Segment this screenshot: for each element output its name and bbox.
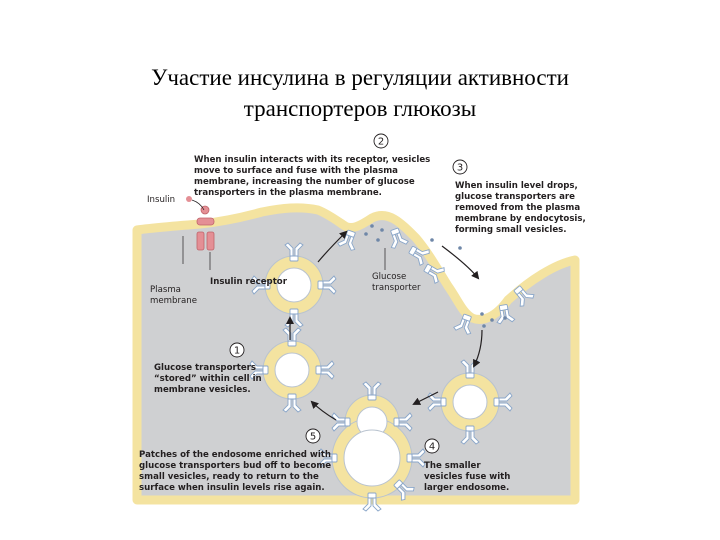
arrow-endocytosis-to-4 — [473, 329, 483, 368]
step-number-circle — [452, 159, 468, 175]
vesicle-1 — [262, 340, 322, 400]
insulin-label: Insulin — [147, 195, 175, 205]
slide-title: Участие инсулина в регуляции активности … — [0, 62, 720, 124]
arrow-4-to-5 — [412, 391, 439, 405]
step-number-circle — [305, 428, 321, 444]
arrow-2-to-surface — [317, 230, 348, 263]
step-caption: Glucose transporters“stored” within cell… — [154, 363, 262, 395]
step-number-circle — [424, 438, 440, 454]
step-number: 3 — [457, 163, 463, 174]
arrow-5-to-1 — [310, 400, 337, 421]
arrow-3-to-endocytosis — [441, 245, 480, 280]
step-caption: When insulin level drops,glucose transpo… — [455, 181, 586, 235]
title-line-2: транспортеров глюкозы — [243, 96, 477, 121]
leader-lines — [182, 236, 386, 270]
step-number: 4 — [429, 442, 435, 453]
step-number-circle — [373, 133, 389, 149]
step-caption: When insulin interacts with its receptor… — [194, 155, 430, 198]
step-number: 5 — [310, 432, 316, 443]
step-number: 2 — [378, 137, 384, 148]
plasma-membrane-label: Plasma membrane — [150, 285, 197, 306]
step-number-circle — [229, 342, 245, 358]
insulin-receptor — [196, 205, 215, 251]
cycle-arrows — [286, 230, 483, 421]
glucose-transporter-label: Glucose transporter — [372, 272, 421, 293]
insulin-receptor-label: Insulin receptor — [210, 277, 288, 287]
glucose-dots — [364, 224, 507, 328]
insulin-molecule — [186, 196, 205, 211]
title-line-1: Участие инсулина в регуляции активности — [151, 65, 569, 90]
vesicle-4 — [440, 372, 500, 432]
step-number: 1 — [234, 346, 240, 357]
